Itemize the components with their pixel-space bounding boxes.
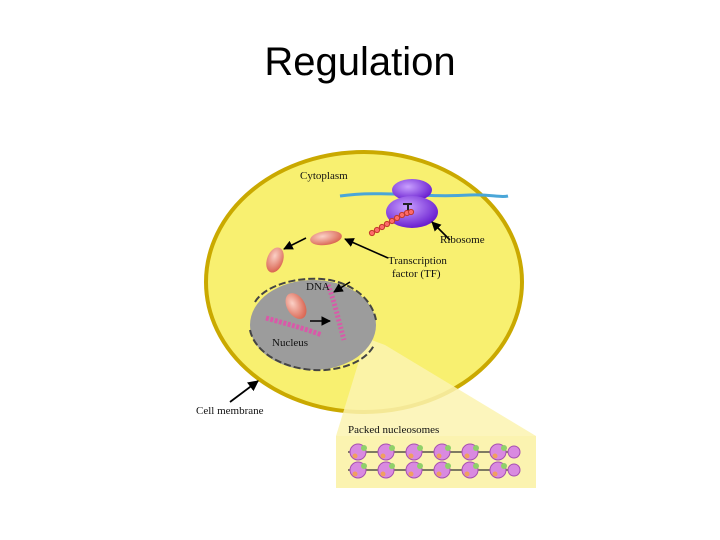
label-dna: DNA bbox=[306, 281, 330, 293]
zoom-wedge bbox=[336, 338, 536, 436]
label-cell-membrane: Cell membrane bbox=[196, 405, 264, 417]
nucleosome-panel bbox=[336, 436, 536, 488]
label-transcription-factor-2: factor (TF) bbox=[392, 268, 441, 280]
nuclear-envelope bbox=[254, 277, 377, 321]
label-transcription-factor-1: Transcription bbox=[388, 255, 447, 267]
nuclear-envelope-lower bbox=[249, 329, 375, 372]
nucleus bbox=[250, 280, 376, 370]
dna-strand bbox=[325, 284, 347, 341]
arrow-ribosome bbox=[431, 221, 451, 241]
label-ribosome: Ribosome bbox=[440, 234, 485, 246]
slide-title: Regulation bbox=[264, 40, 456, 84]
transcription-factor-nuclear bbox=[285, 293, 307, 319]
arrow-dna bbox=[333, 281, 351, 293]
arrow-tf-move bbox=[283, 237, 307, 250]
label-packed-nucleosomes: Packed nucleosomes bbox=[348, 424, 439, 436]
arrow-tf-label bbox=[344, 238, 389, 259]
nucleosome-array bbox=[348, 443, 521, 479]
arrow-cell-membrane bbox=[229, 380, 259, 403]
label-nucleus: Nucleus bbox=[272, 337, 308, 349]
label-cytoplasm: Cytoplasm bbox=[300, 170, 348, 182]
transcription-factor-moving bbox=[266, 247, 284, 273]
er-membrane bbox=[339, 192, 509, 199]
ribosome-large-subunit bbox=[392, 179, 432, 201]
polypeptide-chain bbox=[368, 208, 415, 237]
transcription-factor bbox=[310, 230, 342, 246]
